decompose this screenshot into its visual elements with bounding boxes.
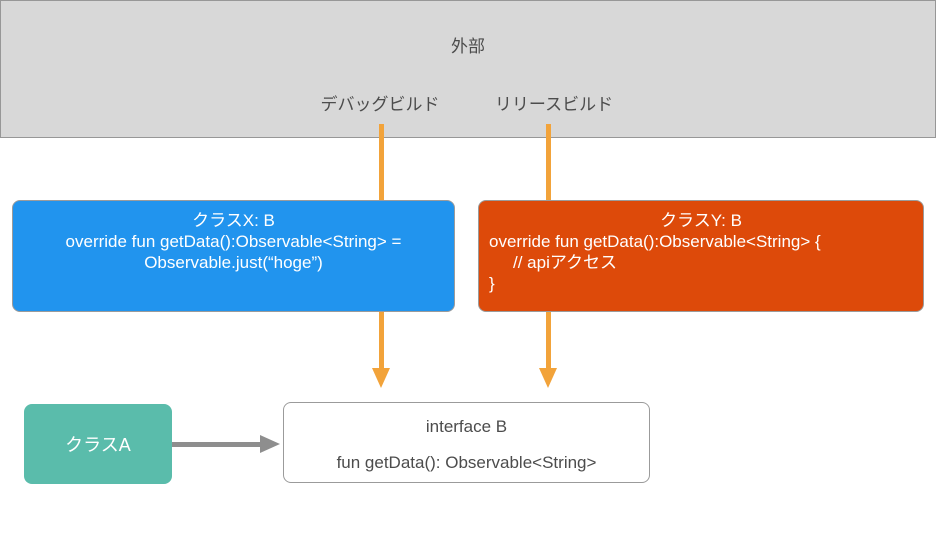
class-x-code-line-1: override fun getData():Observable<String…: [65, 232, 402, 251]
class-y-title: クラスY: B: [660, 211, 742, 230]
class-a-arrow-shaft: [172, 442, 262, 447]
class-a-box: クラスA: [24, 404, 172, 484]
class-x-title: クラスX: B: [192, 211, 275, 230]
class-x-code-line-2: Observable.just(“hoge”): [144, 253, 323, 272]
external-region: 外部 デバッグビルド リリースビルド: [0, 0, 936, 138]
class-y-box: クラスY: B override fun getData():Observabl…: [478, 200, 924, 312]
class-y-code-line-1: override fun getData():Observable<String…: [489, 232, 821, 251]
class-a-label: クラスA: [65, 435, 131, 455]
class-y-code-line-2: // apiアクセス: [513, 253, 618, 272]
release-build-arrowhead-icon: [539, 368, 557, 388]
release-build-label: リリースビルド: [494, 95, 614, 114]
class-y-code-line-3: }: [489, 274, 495, 293]
debug-build-label: デバッグビルド: [320, 95, 440, 114]
class-x-box: クラスX: B override fun getData():Observabl…: [12, 200, 455, 312]
interface-b-box: interface B fun getData(): Observable<St…: [283, 402, 650, 483]
external-region-title: 外部: [451, 37, 485, 56]
debug-build-arrowhead-icon: [372, 368, 390, 388]
interface-b-title: interface B: [425, 417, 508, 436]
class-a-to-interface-arrow: [172, 435, 280, 454]
class-a-arrowhead-icon: [260, 435, 280, 453]
interface-b-signature: fun getData(): Observable<String>: [336, 453, 597, 472]
